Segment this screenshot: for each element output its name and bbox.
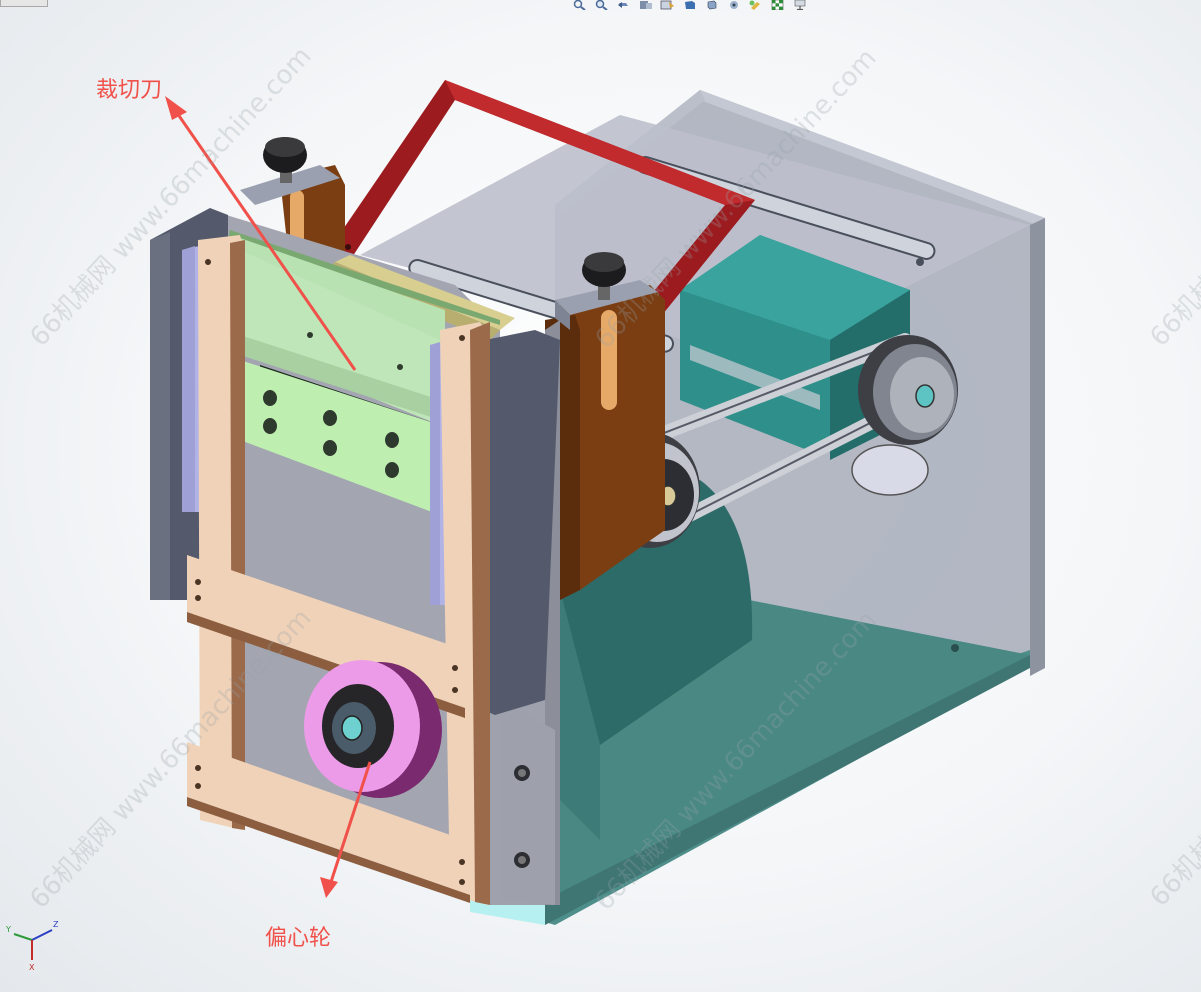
display-style-icon[interactable] — [704, 0, 720, 10]
previous-view-icon[interactable] — [616, 0, 632, 10]
view-orientation-icon[interactable] — [682, 0, 698, 10]
adjust-knob-left[interactable] — [263, 137, 307, 183]
view-settings-icon[interactable] — [792, 0, 808, 10]
y-axis-line — [13, 933, 33, 941]
zoom-area-icon[interactable] — [594, 0, 610, 10]
cutter-knife-label: 裁切刀 — [96, 78, 163, 103]
callout-arrow-cutter — [165, 96, 357, 371]
z-axis-line — [31, 929, 53, 941]
eccentric-cam-label: 偏心轮 — [265, 926, 332, 951]
drum-housing — [560, 480, 753, 840]
eccentric-cam[interactable] — [304, 660, 442, 798]
edit-appearance-icon[interactable] — [748, 0, 764, 10]
callout-arrow-cam — [320, 761, 372, 898]
hide-show-items-icon[interactable] — [726, 0, 742, 10]
section-view-icon[interactable] — [638, 0, 654, 10]
feature-tree-tab[interactable] — [0, 0, 48, 7]
y-axis-label: Y — [5, 925, 11, 934]
zoom-to-fit-icon[interactable] — [572, 0, 588, 10]
dynamic-annotation-icon[interactable] — [660, 0, 676, 10]
z-axis-label: Z — [53, 920, 59, 929]
motor-pulley — [858, 335, 958, 445]
x-axis-label: X — [29, 963, 35, 972]
adjust-knob-right[interactable] — [582, 252, 626, 300]
heads-up-view-toolbar — [572, 0, 808, 14]
apply-scene-icon[interactable] — [770, 0, 786, 10]
cutter-blade-assembly — [228, 230, 500, 515]
axis-triad: Y Z X — [5, 920, 59, 972]
